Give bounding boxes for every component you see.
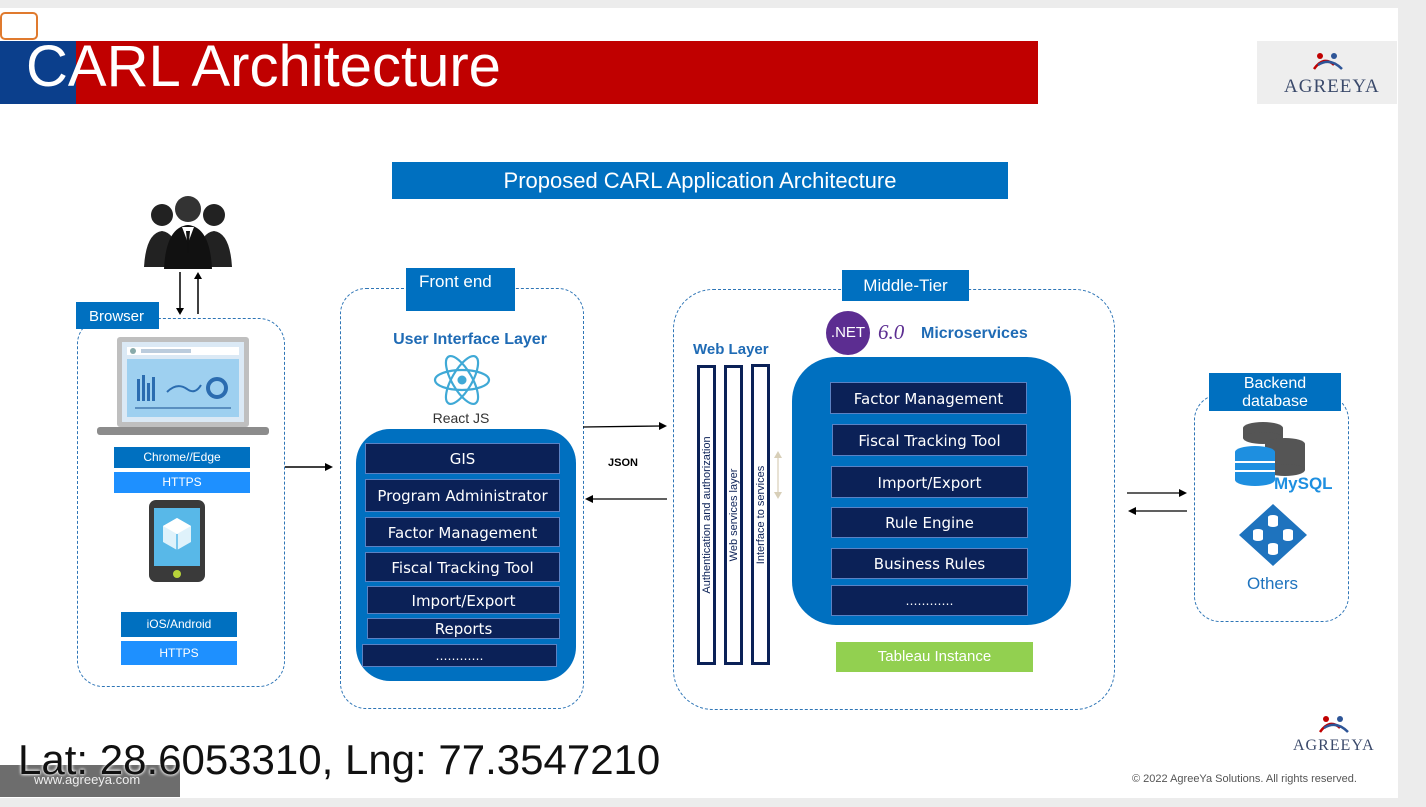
footer-bar [0, 765, 180, 797]
service-more: ………… [831, 585, 1028, 616]
ios-android-label: iOS/Android [121, 612, 237, 637]
auth-layer-label: Authentication and authorization [700, 436, 713, 594]
laptop-icon [97, 337, 269, 435]
module-more: ………… [362, 644, 557, 667]
module-factor-management: Factor Management [365, 517, 560, 547]
dotnet-version: 6.0 [878, 320, 905, 344]
users-icon [144, 196, 232, 269]
module-reports: Reports [367, 618, 560, 639]
browser-tag: Browser [76, 302, 159, 329]
module-gis: GIS [365, 443, 560, 474]
middle-tier-tag: Middle-Tier [842, 270, 969, 301]
page-title: CARL Architecture [26, 34, 501, 99]
browser-to-frontend-arrow [285, 463, 333, 471]
user-browser-arrows [176, 272, 202, 315]
backend-database-tag: Backend database [1209, 373, 1341, 411]
module-import-export: Import/Export [367, 586, 560, 614]
mobile-phone-icon [149, 500, 205, 582]
service-fiscal-tracking-tool: Fiscal Tracking Tool [832, 424, 1027, 456]
services-interface-label: Interface to services [754, 465, 767, 564]
service-business-rules: Business Rules [831, 548, 1028, 579]
module-program-administrator: Program Administrator [365, 479, 560, 512]
faint-updown-arrow [774, 451, 782, 499]
module-fiscal-tracking-tool: Fiscal Tracking Tool [365, 552, 560, 582]
web-services-layer-label: Web services layer [727, 468, 740, 562]
dotnet-logo-icon: .NET [826, 311, 870, 355]
https-label-mobile: HTTPS [121, 641, 237, 665]
diagram-banner: Proposed CARL Application Architecture [392, 162, 1008, 199]
frontend-tag: Front end [406, 268, 515, 311]
title-bar [0, 41, 1038, 104]
tableau-instance: Tableau Instance [836, 642, 1033, 672]
others-database-icon [1239, 504, 1307, 566]
mysql-label: MySQL [1274, 474, 1333, 493]
react-logo-icon [433, 354, 491, 406]
footer-logo-people-icon [1318, 716, 1349, 733]
coordinates-overlay: Lat: 28.6053310, Lng: 77.3547210 [18, 736, 661, 783]
auth-layer-bar: Authentication and authorization [697, 365, 716, 665]
backend-tag-line1: Backend [1243, 375, 1307, 392]
chrome-edge-label: Chrome//Edge [114, 447, 250, 468]
footer-logo-text: AGREEYA [1293, 737, 1375, 754]
react-js-label: React JS [432, 410, 490, 426]
company-logo: AGREEYA [1257, 41, 1397, 104]
backend-tag-line2: database [1242, 393, 1308, 410]
copyright-text: © 2022 AgreeYa Solutions. All rights res… [1132, 773, 1357, 785]
title-accent [0, 41, 76, 104]
services-interface-bar: Interface to services [751, 364, 770, 665]
middle-backend-arrows [1127, 489, 1187, 515]
microservices-label: Microservices [921, 325, 1028, 342]
browser-group [77, 318, 285, 687]
website-link[interactable]: www.agreeya.com [34, 772, 141, 787]
json-arrows [583, 422, 667, 503]
web-services-layer-bar: Web services layer [724, 365, 743, 665]
service-rule-engine: Rule Engine [831, 507, 1028, 538]
service-factor-management: Factor Management [830, 382, 1027, 414]
ui-layer-title: User Interface Layer [393, 331, 547, 348]
logo-people-icon [1312, 53, 1343, 70]
web-layer-title: Web Layer [693, 341, 769, 358]
json-label: JSON [608, 457, 638, 469]
comment-icon[interactable] [0, 12, 38, 40]
others-label: Others [1247, 574, 1299, 593]
https-label-desktop: HTTPS [114, 472, 250, 493]
service-import-export: Import/Export [831, 466, 1028, 498]
database-stack-icon [1235, 422, 1305, 486]
